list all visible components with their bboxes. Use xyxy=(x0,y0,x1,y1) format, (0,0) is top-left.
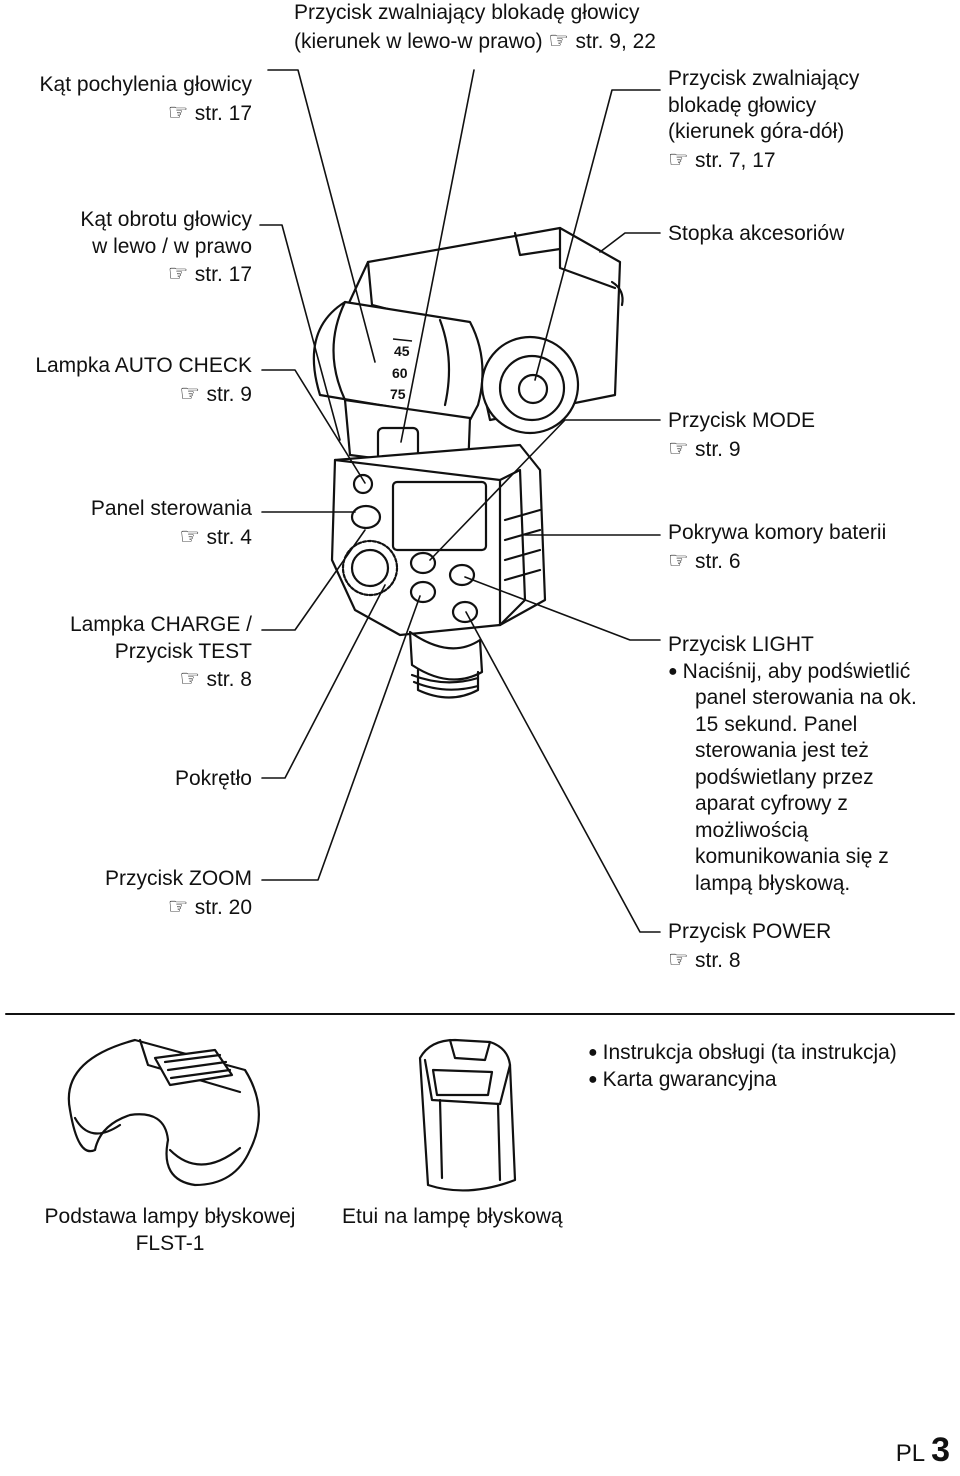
label-accessory-shoe: Stopka akcesoriów xyxy=(668,222,845,245)
angle-75: 75 xyxy=(390,386,406,402)
leader-zoom xyxy=(261,595,421,881)
leader-swivel-angle xyxy=(259,224,341,441)
label-battery-cover: Pokrywa komory baterii str. 6 xyxy=(668,520,886,575)
page-ref-icon: str. 8 xyxy=(70,665,252,694)
label-light: Przycisk LIGHT Naciśnij, aby podświetlić… xyxy=(668,632,917,897)
leader-accessory-shoe xyxy=(599,232,661,253)
callout-lines xyxy=(259,69,661,933)
leader-ud-lock xyxy=(534,89,661,381)
leader-charge-test xyxy=(261,529,366,631)
leader-tilt-angle xyxy=(267,69,376,363)
label-control-panel: Panel sterowania str. 4 xyxy=(91,496,252,551)
flash-stand-drawing xyxy=(67,1038,260,1187)
label-auto-check: Lampka AUTO CHECK str. 9 xyxy=(35,353,252,408)
angle-60: 60 xyxy=(392,365,408,381)
label-power: Przycisk POWER str. 8 xyxy=(668,919,831,974)
leader-power xyxy=(465,611,661,933)
page-ref-icon: str. 7, 17 xyxy=(668,146,859,175)
leader-light xyxy=(464,576,661,641)
flash-head-drawing xyxy=(312,226,624,472)
page-ref-icon: str. 9, 22 xyxy=(548,30,656,53)
label-mode: Przycisk MODE str. 9 xyxy=(668,408,815,463)
angle-45: 45 xyxy=(394,343,410,359)
page-ref-icon: str. 8 xyxy=(668,946,831,975)
accessory-item: Karta gwarancyjna xyxy=(588,1067,897,1094)
flash-body-drawing xyxy=(330,443,547,699)
label-ud-lock: Przycisk zwalniający blokadę głowicy (ki… xyxy=(668,66,859,174)
page-ref-icon: str. 17 xyxy=(80,260,252,289)
accessory-list: Instrukcja obsługi (ta instrukcja) Karta… xyxy=(588,1040,897,1093)
label-soft-case: Etui na lampę błyskową xyxy=(342,1205,563,1228)
leader-lr-lock xyxy=(400,69,475,443)
page-ref-icon: str. 20 xyxy=(105,893,252,922)
page-ref-icon: str. 6 xyxy=(668,547,886,576)
label-dial: Pokrętło xyxy=(174,767,252,790)
page-ref-icon: str. 4 xyxy=(91,523,252,552)
leader-auto-check xyxy=(261,369,366,484)
page-ref-icon: str. 17 xyxy=(40,99,252,128)
page-ref-icon: str. 9 xyxy=(668,435,815,464)
label-lr-lock: Przycisk zwalniający blokadę głowicy (ki… xyxy=(294,0,656,55)
leader-mode xyxy=(429,419,661,561)
accessory-item: Instrukcja obsługi (ta instrukcja) xyxy=(588,1040,897,1067)
label-swivel-angle: Kąt obrotu głowicy w lewo / w prawo str.… xyxy=(80,207,252,289)
page-ref-icon: str. 9 xyxy=(35,380,252,409)
label-charge-test: Lampka CHARGE / Przycisk TEST str. 8 xyxy=(70,612,252,694)
label-flash-stand: Podstawa lampy błyskowej FLST-1 xyxy=(44,1205,296,1255)
label-tilt-angle: Kąt pochylenia głowicy str. 17 xyxy=(40,72,252,127)
label-zoom: Przycisk ZOOM str. 20 xyxy=(105,866,252,921)
soft-case-drawing xyxy=(418,1038,517,1192)
leader-dial xyxy=(261,584,386,779)
